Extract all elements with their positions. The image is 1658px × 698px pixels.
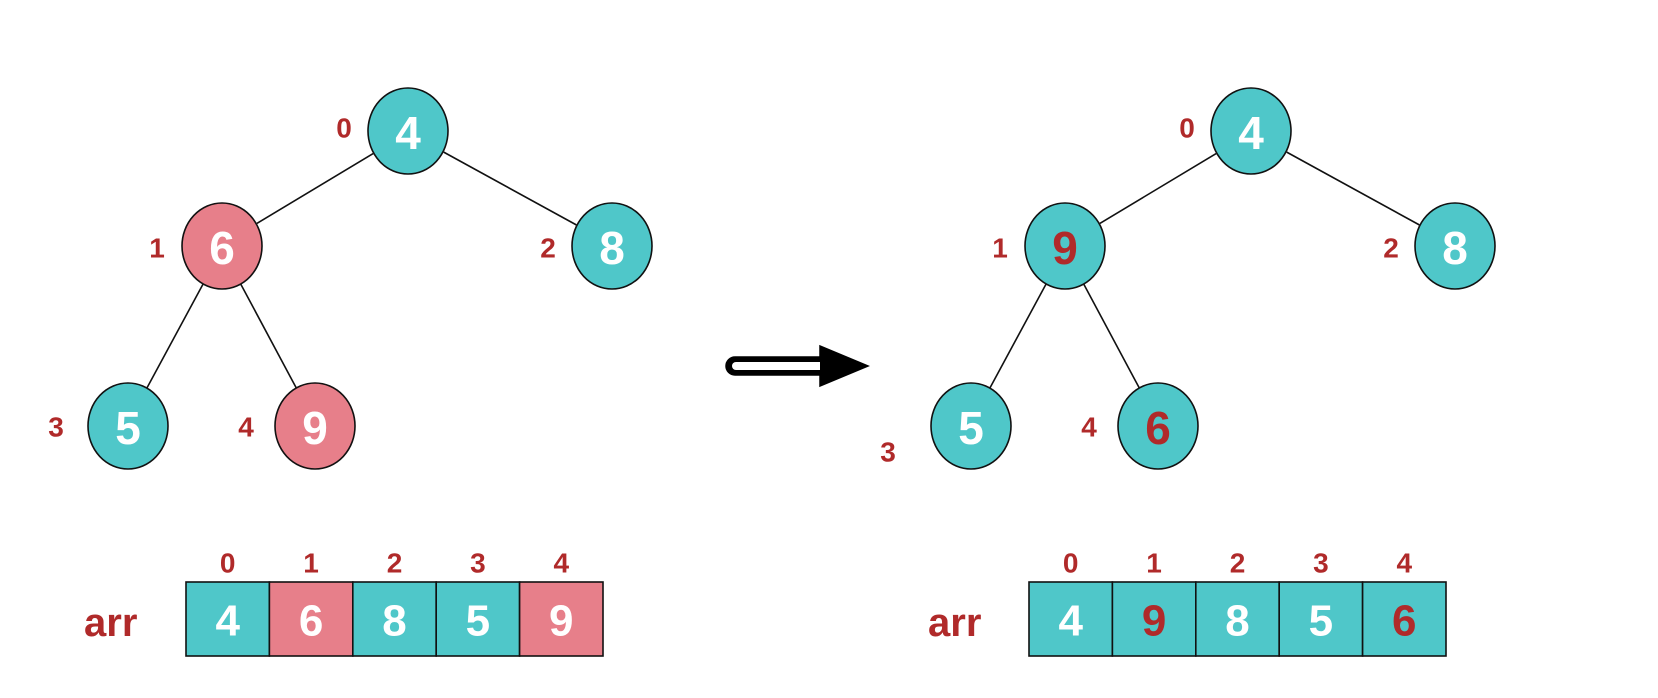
node-index: 4 (1081, 412, 1097, 443)
array-cell (1028, 581, 1114, 657)
array-index: 1 (1146, 548, 1162, 579)
node-circle (571, 202, 653, 290)
tree-edge (240, 283, 297, 389)
tree-node: 82 (1383, 202, 1496, 290)
node-circle (930, 382, 1012, 470)
array-index: 0 (220, 548, 236, 579)
arrow-right-icon (725, 344, 870, 388)
array-cell (1361, 581, 1447, 657)
tree-node: 61 (149, 202, 263, 290)
array-index: 4 (1397, 548, 1413, 579)
array-cell-value: 4 (215, 597, 240, 646)
tree-node: 91 (992, 202, 1106, 290)
tree-edge (1083, 283, 1140, 389)
array-cell-value: 5 (466, 597, 490, 646)
tree-edge (1286, 151, 1420, 226)
array-label: arr (928, 601, 981, 645)
array-index: 2 (1230, 548, 1246, 579)
node-circle (1414, 202, 1496, 290)
tree-node: 82 (540, 202, 653, 290)
node-circle (87, 382, 169, 470)
array-cell (351, 581, 437, 657)
array-cell (518, 581, 604, 657)
array-cell-value: 9 (1142, 597, 1166, 646)
node-circle (1117, 382, 1199, 470)
tree-edge (989, 283, 1047, 389)
node-value: 6 (1145, 402, 1171, 454)
node-value: 9 (1052, 222, 1078, 274)
array-label: arr (84, 601, 137, 645)
array-index: 4 (554, 548, 570, 579)
node-index: 1 (992, 233, 1008, 264)
array-cell-value: 6 (1392, 597, 1416, 646)
array-cell (435, 581, 521, 657)
node-circle (274, 382, 356, 470)
node-value: 8 (599, 222, 625, 274)
tree-edge (443, 151, 577, 226)
node-value: 8 (1442, 222, 1468, 274)
array-cell-value: 5 (1309, 597, 1333, 646)
node-index: 4 (238, 412, 254, 443)
array-cell-value: 8 (1225, 597, 1249, 646)
node-circle (1024, 202, 1106, 290)
node-circle (181, 202, 263, 290)
node-index: 0 (336, 113, 352, 144)
tree-node: 53 (48, 382, 169, 470)
array-cell (1111, 581, 1197, 657)
tree-node: 40 (1179, 87, 1292, 175)
node-value: 9 (302, 402, 328, 454)
array-cell-value: 8 (382, 597, 406, 646)
node-index: 2 (1383, 233, 1399, 264)
tree-edge (146, 283, 204, 389)
tree-edge (1099, 152, 1217, 225)
array-index: 3 (470, 548, 486, 579)
array-index: 3 (1313, 548, 1329, 579)
array-index: 0 (1063, 548, 1079, 579)
tree-node: 64 (1081, 382, 1199, 470)
node-value: 4 (395, 107, 421, 159)
array-index: 1 (303, 548, 319, 579)
node-index: 1 (149, 233, 165, 264)
node-value: 5 (958, 402, 984, 454)
array-cell-value: 6 (299, 597, 323, 646)
array-cell (1195, 581, 1281, 657)
tree-node: 94 (238, 382, 356, 470)
array-cell (185, 581, 271, 657)
array-cell-value: 9 (549, 597, 573, 646)
node-index: 2 (540, 233, 556, 264)
node-circle (367, 87, 449, 175)
node-index: 3 (880, 437, 896, 468)
array-index: 2 (387, 548, 403, 579)
tree-edge (256, 152, 374, 225)
node-index: 3 (48, 412, 64, 443)
array-cell-value: 4 (1058, 597, 1083, 646)
array-strip: arr 4 0 6 1 8 2 5 3 9 4 (84, 548, 604, 657)
node-value: 6 (209, 222, 235, 274)
node-circle (1210, 87, 1292, 175)
node-index: 0 (1179, 113, 1195, 144)
node-value: 4 (1238, 107, 1264, 159)
tree-node: 53 (880, 382, 1012, 470)
node-value: 5 (115, 402, 141, 454)
tree-node: 40 (336, 87, 449, 175)
